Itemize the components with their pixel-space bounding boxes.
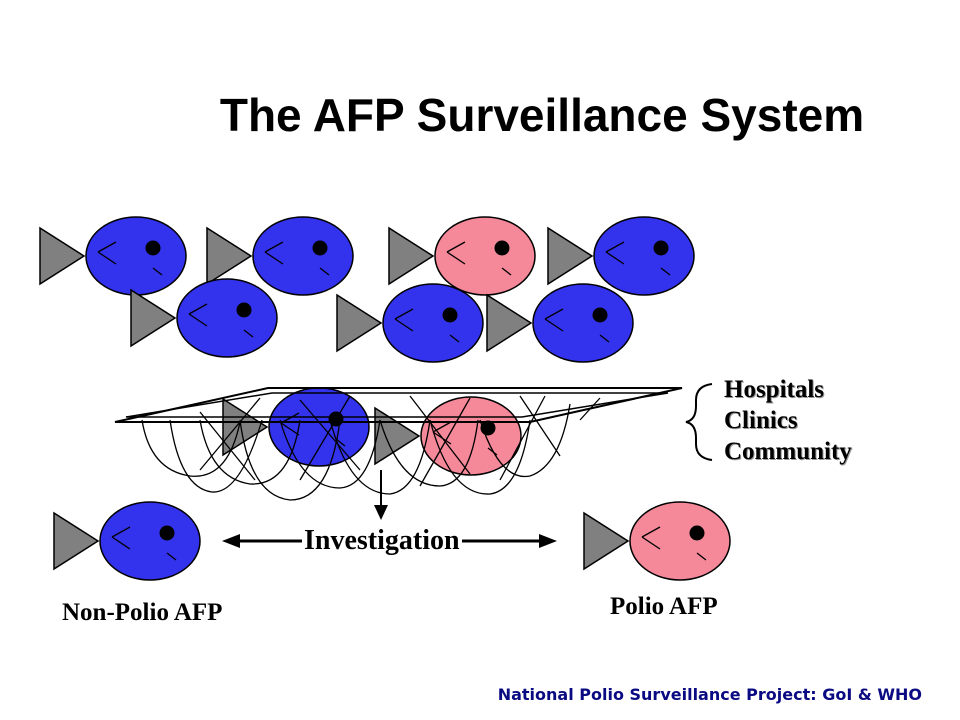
investigation-label: Investigation [302, 525, 462, 557]
sources-list: Hospitals Clinics Community [724, 374, 852, 467]
fish-icon-nonpolio-outcome [53, 501, 201, 581]
fish-icon-nonpolio [547, 216, 695, 296]
fish-school [39, 216, 695, 363]
fish-icon-nonpolio [39, 216, 187, 296]
net-icon [114, 387, 683, 501]
source-clinics: Clinics [724, 407, 798, 434]
fish-icon-nonpolio [486, 283, 634, 363]
non-polio-label: Non-Polio AFP [62, 599, 223, 626]
down-arrow-icon [374, 470, 388, 520]
page-title: The AFP Surveillance System [219, 89, 865, 141]
footer-credit: National Polio Surveillance Project: GoI… [497, 685, 922, 704]
fish-icon-nonpolio [336, 283, 484, 363]
fish-icon-polio [388, 216, 536, 296]
brace-icon [685, 383, 713, 461]
polio-label: Polio AFP [610, 593, 718, 620]
source-hospitals: Hospitals [724, 376, 825, 403]
source-community: Community [724, 438, 852, 465]
fish-icon-polio-outcome [583, 501, 731, 581]
